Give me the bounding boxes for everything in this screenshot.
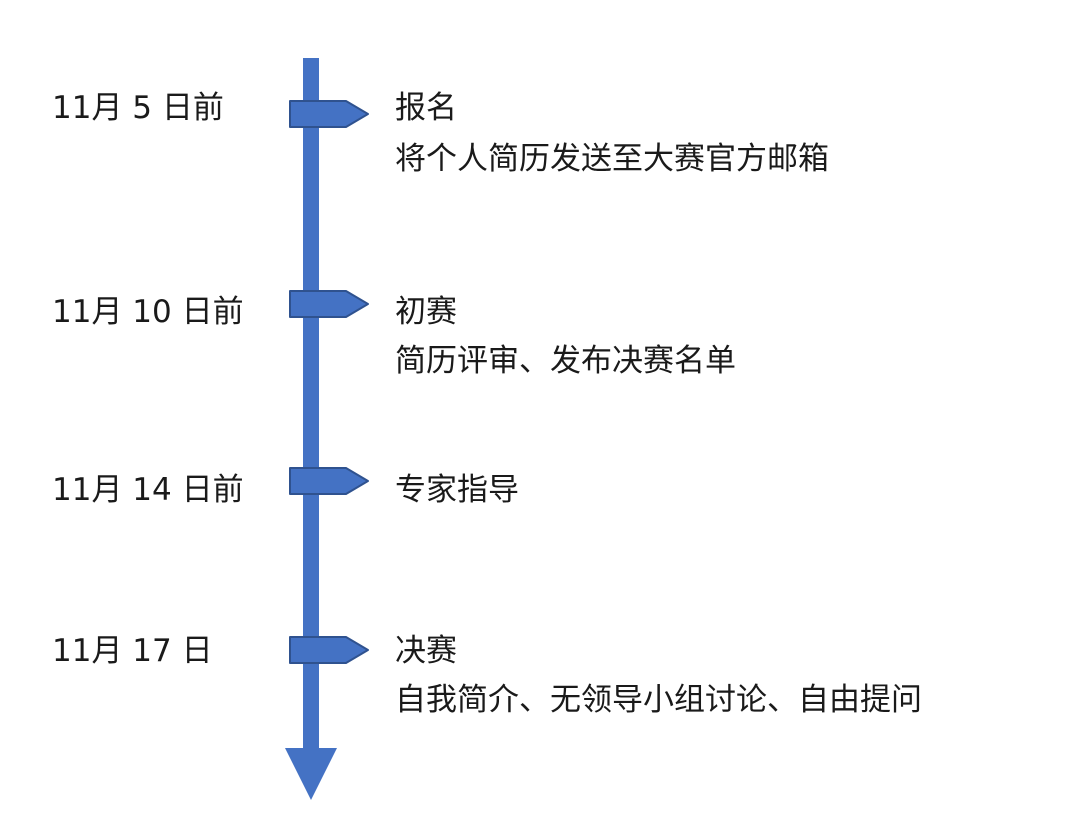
event-date: 11月 10 日前 (52, 294, 244, 330)
event-title: 初赛 (395, 294, 457, 330)
event-flag-4 (289, 636, 369, 664)
event-description: 简历评审、发布决赛名单 (395, 343, 736, 379)
event-title: 专家指导 (395, 472, 519, 508)
event-description: 自我简介、无领导小组讨论、自由提问 (395, 682, 922, 718)
event-title: 决赛 (395, 633, 457, 669)
event-date: 11月 14 日前 (52, 472, 244, 508)
event-date: 11月 17 日 (52, 633, 213, 669)
event-title: 报名 (395, 90, 457, 126)
event-flag-3 (289, 467, 369, 495)
timeline-axis (303, 58, 319, 756)
event-flag-2 (289, 290, 369, 318)
timeline-arrowhead (285, 748, 337, 800)
event-date: 11月 5 日前 (52, 90, 224, 126)
event-flag-1 (289, 100, 369, 128)
event-description: 将个人简历发送至大赛官方邮箱 (395, 141, 829, 177)
